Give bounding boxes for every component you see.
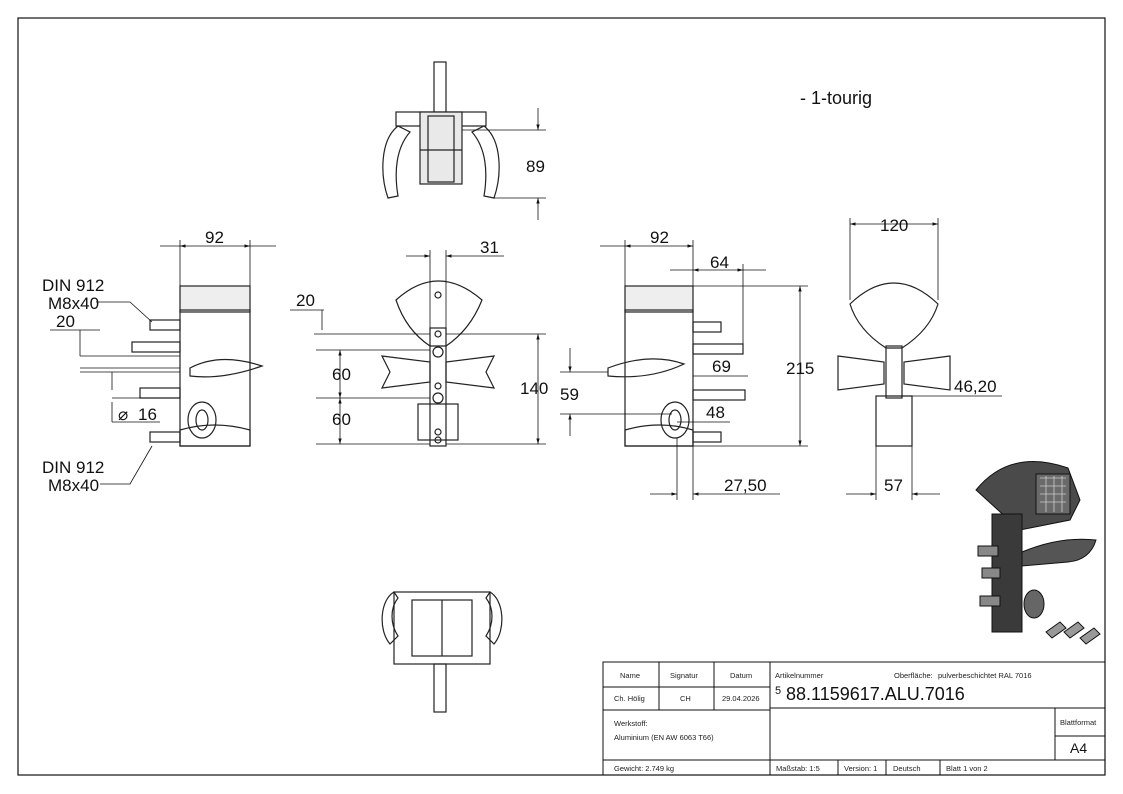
screw-top-line2: M8x40 xyxy=(48,294,99,313)
tb-datum-value: 29.04.2026 xyxy=(722,694,760,703)
tb-datum-label: Datum xyxy=(730,671,752,680)
dim-side-4620-label: 46,20 xyxy=(954,377,997,396)
left-view xyxy=(131,285,264,447)
tb-blattformat-label: Blattformat xyxy=(1060,718,1097,727)
dim-left-dia-label: 16 xyxy=(138,405,157,424)
dim-left-20-label: 20 xyxy=(56,312,75,331)
center-view xyxy=(380,280,496,447)
dim-center-140-label: 140 xyxy=(520,379,548,398)
dim-right-64-label: 64 xyxy=(710,253,729,272)
dim-left-92 xyxy=(160,240,276,286)
dim-left-20 xyxy=(50,329,180,373)
dim-right-59 xyxy=(560,348,672,436)
tb-name-value: Ch. Hölig xyxy=(614,694,645,703)
tb-werkstoff-value: Aluminium (EN AW 6063 T66) xyxy=(614,733,714,742)
dim-right-215-label: 215 xyxy=(786,359,814,378)
dim-right-92-label: 92 xyxy=(650,228,669,247)
dim-right-92 xyxy=(600,240,694,286)
tb-gewicht: Gewicht: 2.749 kg xyxy=(614,764,674,773)
dim-right-2750 xyxy=(650,438,780,500)
tb-artikel-value: 88.1159617.ALU.7016 xyxy=(786,684,965,704)
tb-oberflaeche-value: pulverbeschichtet RAL 7016 xyxy=(938,671,1032,680)
dim-left-92-label: 92 xyxy=(205,228,224,247)
dim-side-120 xyxy=(849,218,939,300)
dim-center-60a-label: 60 xyxy=(332,365,351,384)
dim-right-64 xyxy=(670,264,766,344)
dim-side-57 xyxy=(846,446,940,500)
diameter-symbol: ⌀ xyxy=(118,405,128,424)
dim-left-dia xyxy=(111,372,180,423)
screw-top-leader xyxy=(96,301,153,323)
tb-artikel-prefix: 5 xyxy=(775,685,781,697)
top-view xyxy=(382,61,500,199)
dim-center-31 xyxy=(406,250,504,330)
dim-center-60 xyxy=(316,349,430,445)
dim-center-20 xyxy=(290,309,430,335)
right-view xyxy=(607,285,746,447)
dim-center-31-label: 31 xyxy=(480,238,499,257)
tb-massstab: Maßstab: 1:5 xyxy=(776,764,820,773)
tb-oberflaeche-label: Oberfläche: xyxy=(894,671,933,680)
dim-right-59-label: 59 xyxy=(560,385,579,404)
tb-blatt: Blatt 1 von 2 xyxy=(946,764,988,773)
tb-werkstoff-label: Werkstoff: xyxy=(614,719,647,728)
screw-top-line1: DIN 912 xyxy=(42,276,104,295)
dim-right-48-label: 48 xyxy=(706,403,725,422)
screw-bottom-leader xyxy=(100,445,153,485)
dim-89-label: 89 xyxy=(526,157,545,176)
dim-center-60b-label: 60 xyxy=(332,410,351,429)
tb-signatur-value: CH xyxy=(680,694,691,703)
note-1-tourig: - 1-tourig xyxy=(800,88,872,108)
dim-center-140 xyxy=(446,333,546,445)
dim-right-215 xyxy=(693,285,808,447)
dim-89 xyxy=(462,108,546,220)
tb-sprache: Deutsch xyxy=(893,764,921,773)
dim-side-120-label: 120 xyxy=(880,216,908,235)
sheet-border xyxy=(17,17,1106,776)
title-block xyxy=(602,661,1106,776)
side-view xyxy=(837,282,951,447)
tb-artikel-label: Artikelnummer xyxy=(775,671,824,680)
screw-bottom-line1: DIN 912 xyxy=(42,458,104,477)
tb-name-label: Name xyxy=(620,671,640,680)
dim-right-2750-label: 27,50 xyxy=(724,476,767,495)
isometric-view xyxy=(975,461,1101,645)
tb-version: Version: 1 xyxy=(844,764,877,773)
tb-signatur-label: Signatur xyxy=(670,671,698,680)
dim-side-57-label: 57 xyxy=(884,476,903,495)
bottom-view xyxy=(381,591,503,713)
dim-right-69-label: 69 xyxy=(712,357,731,376)
dim-center-20-label: 20 xyxy=(296,291,315,310)
tb-blattformat-value: A4 xyxy=(1070,740,1087,756)
screw-bottom-line2: M8x40 xyxy=(48,476,99,495)
